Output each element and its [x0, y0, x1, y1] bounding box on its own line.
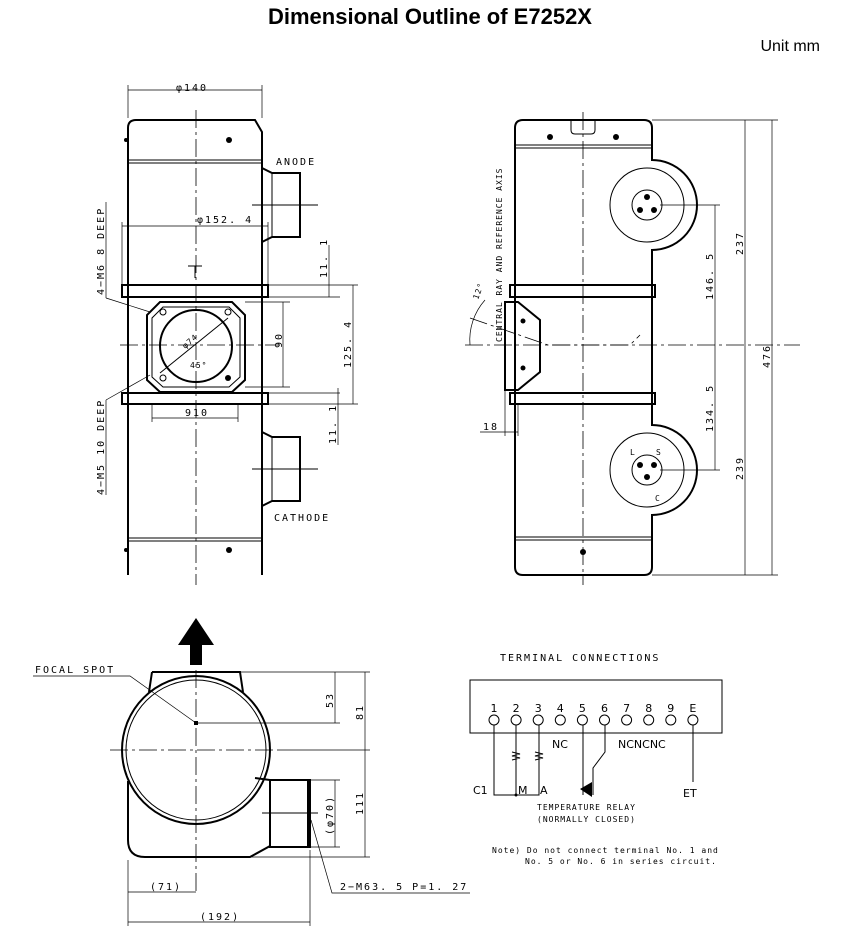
dim-237-label: 237 [735, 231, 746, 255]
upper-flange [121, 284, 269, 298]
dim-910-label: 910 [185, 408, 209, 419]
terminal-number: 3 [535, 702, 542, 715]
t-fitting-icon [188, 265, 202, 278]
dim-111-label: 111 [355, 791, 366, 815]
dim-18-label: 18 [483, 422, 499, 433]
thread-spec-label: 2−M63. 5 P=1. 27 [340, 882, 468, 893]
m5-holes-label: 4−M5 10 DEEP [96, 399, 107, 495]
terminal-number: 4 [557, 702, 564, 715]
dia-140-label: φ140 [176, 83, 208, 94]
lower-housing [127, 777, 271, 858]
axis-label: CENTRAL RAY AND REFERENCE AXIS [495, 168, 504, 343]
dim-125-4-label: 125. 4 [343, 320, 354, 368]
front-view: L S C 12° CENTRAL RAY AND REFERENCE AXIS… [465, 112, 800, 585]
terminal-pin [621, 714, 633, 726]
terminal-pin [687, 714, 699, 726]
m6-holes-label: 4−M6 8 DEEP [96, 207, 107, 295]
anode-label: ANODE [276, 157, 316, 168]
dim-192-label: (192) [200, 912, 240, 923]
pin-s-label: S [656, 448, 662, 457]
terminal-number: 9 [667, 702, 674, 715]
dim-239-label: 239 [735, 456, 746, 480]
screw-icon [226, 547, 232, 553]
lower-flange [121, 392, 269, 405]
terminal-block [469, 679, 723, 734]
terminal-pin [488, 714, 500, 726]
terminal-pin [554, 714, 566, 726]
screw-icon [226, 137, 232, 143]
screw-icon [124, 548, 128, 552]
dim-81-label: 81 [355, 704, 366, 720]
terminal-pin [643, 714, 655, 726]
dia-152-label: φ152. 4 [197, 215, 253, 226]
angle-45-label: 45° [190, 361, 207, 370]
relay-label: TEMPERATURE RELAY [537, 803, 636, 812]
angle-12-label: 12° [471, 281, 485, 300]
dim-11-1-bottom-label: 11. 1 [328, 404, 339, 444]
dim-90-label: 90 [274, 332, 285, 348]
et-label: ET [683, 787, 697, 800]
terminal-pin [576, 714, 588, 726]
terminal-number: 6 [601, 702, 608, 715]
screw-icon [124, 138, 128, 142]
terminal-pin [665, 714, 677, 726]
nc-label: NC [552, 738, 568, 751]
dia-70-label: (φ70) [325, 795, 336, 835]
unit-label: Unit mm [760, 38, 820, 55]
terminal-pin [510, 714, 522, 726]
lower-flange [509, 392, 656, 405]
window-frame [146, 301, 246, 393]
cathode-label: CATHODE [274, 513, 330, 524]
dim-134-5-label: 134. 5 [705, 384, 716, 432]
terminal-connections: TERMINAL CONNECTIONS 1 2 3 4 5 6 7 8 9 E NC NCNCN… [469, 653, 723, 866]
relay-contact-icon [580, 782, 592, 797]
pin-c-label: C [655, 494, 661, 503]
terminal-pin [532, 714, 544, 726]
dim-476-label: 476 [762, 344, 773, 368]
terminal-number: 7 [623, 702, 630, 715]
terminal-heading: TERMINAL CONNECTIONS [500, 653, 660, 664]
terminal-number: E [689, 702, 696, 715]
window-circle [159, 309, 233, 383]
c1-label: C1 [473, 784, 488, 797]
terminal-number: 1 [491, 702, 498, 715]
upper-flange [509, 284, 656, 298]
side-view: φ74 45° φ140 φ152. 4 910 90 11. 1 125. 4… [96, 83, 358, 585]
front-body-outline [514, 119, 698, 576]
dim-53-label: 53 [325, 692, 336, 708]
window-block [504, 301, 541, 391]
dim-71-label: (71) [150, 882, 182, 893]
nc-triple-label: NCNCNC [618, 738, 666, 751]
focal-spot-label: FOCAL SPOT [35, 665, 115, 676]
dim-11-1-top-label: 11. 1 [319, 238, 330, 278]
relay-subtitle: (NORMALLY CLOSED) [537, 815, 636, 824]
arrow-up-icon [178, 618, 214, 665]
dia-74-label: φ74 [181, 332, 200, 350]
end-view: FOCAL SPOT 53 81 111 (φ70) (71) (192) 2−… [33, 618, 470, 926]
m-label: M [518, 784, 528, 797]
page-title: Dimensional Outline of E7252X [268, 4, 592, 29]
resistor-icon [511, 751, 544, 761]
note-line-2: No. 5 or No. 6 in series circuit. [525, 857, 717, 866]
pin-l-label: L [630, 448, 636, 457]
terminal-number: 5 [579, 702, 586, 715]
terminal-number: 2 [513, 702, 520, 715]
side-body-outline [127, 119, 263, 575]
terminal-number: 8 [645, 702, 652, 715]
note-line-1: Note) Do not connect terminal No. 1 and [492, 846, 719, 855]
a-label: A [540, 784, 548, 797]
terminal-pin [599, 714, 610, 726]
dim-146-5-label: 146. 5 [705, 252, 716, 300]
